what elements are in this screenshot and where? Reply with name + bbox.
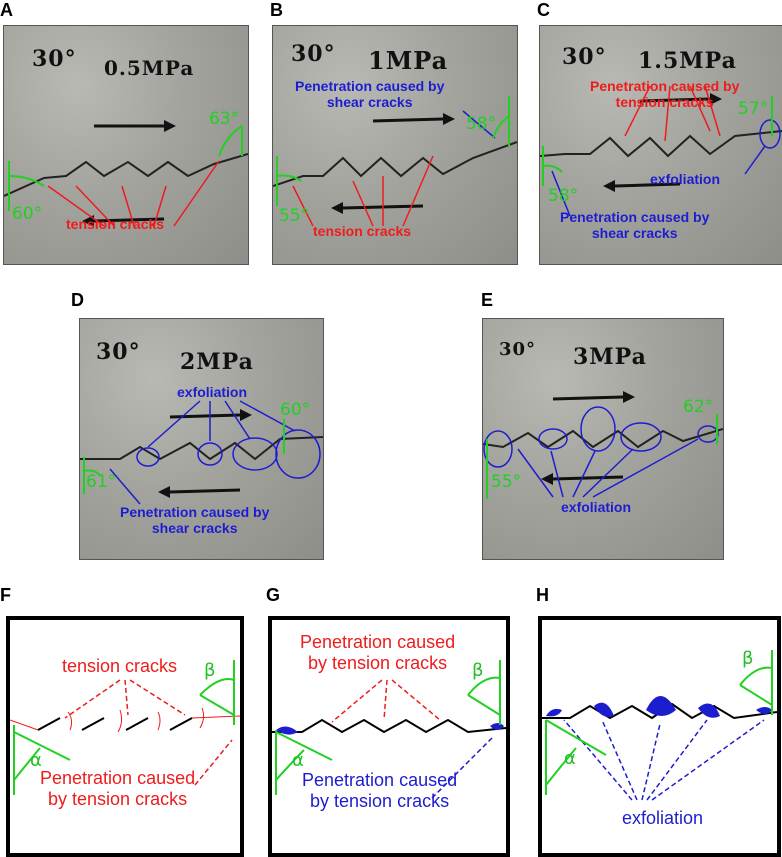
panel-letter-g: G: [266, 585, 281, 605]
photo-panel-c: 30° 1.5MPa Penetration caused by tension…: [539, 25, 782, 265]
angle-label-d2: 61°: [86, 472, 117, 492]
joint-drawing-a: [4, 120, 248, 227]
label-exfoliation-c: exfoliation: [650, 171, 721, 187]
angle-handwriting-b: 30°: [291, 41, 336, 67]
label-exfoliation-d: exfoliation: [177, 384, 248, 400]
angle-handwriting-a: 30°: [32, 46, 77, 72]
label-tension-cracks-f: tension cracks: [62, 656, 178, 676]
label-penetration-shear-d: Penetration caused by shear cracks: [120, 504, 270, 536]
panel-letter-h: H: [536, 585, 549, 605]
label-tension-cracks-b: tension cracks: [313, 223, 412, 239]
joint-drawing-d: [80, 400, 323, 505]
photo-panel-e: 30° 3MPa exfoliation 62° 55°: [482, 318, 724, 560]
joint-drawing-e: [483, 391, 723, 499]
label-exfoliation-e: exfoliation: [561, 499, 632, 515]
pressure-handwriting-d: 2MPa: [180, 349, 254, 375]
panel-letter-e: E: [481, 290, 494, 310]
joint-drawing-c: [540, 85, 782, 217]
pressure-handwriting-e: 3MPa: [573, 344, 647, 370]
sketch-panel-f: tension cracks Penetration caused by ten…: [6, 616, 244, 857]
angle-handwriting-e: 30°: [499, 339, 537, 360]
angle-label-b1: 58°: [466, 114, 497, 134]
beta-symbol-h: β: [742, 648, 754, 669]
angle-label-c2: 58°: [548, 186, 579, 206]
pressure-handwriting-c: 1.5MPa: [638, 48, 737, 74]
label-penetration-tension-g-top: Penetration caused by tension cracks: [300, 632, 456, 673]
sketch-panel-h: exfoliation β α: [538, 616, 781, 857]
label-penetration-shear-b: Penetration caused by shear cracks: [295, 78, 445, 110]
alpha-symbol-h: α: [564, 748, 576, 769]
pressure-handwriting-b: 1MPa: [368, 46, 449, 75]
angle-label-b2: 55°: [279, 206, 310, 226]
label-penetration-tension-c: Penetration caused by tension cracks: [590, 78, 740, 110]
angle-label-a2: 60°: [12, 204, 43, 224]
panel-letter-a: A: [0, 0, 13, 20]
label-tension-cracks-a: tension cracks: [66, 216, 165, 232]
beta-symbol-g: β: [472, 660, 484, 681]
angle-label-c1: 57°: [738, 99, 769, 119]
panel-letter-d: D: [71, 290, 84, 310]
angle-handwriting-d: 30°: [96, 339, 141, 365]
photo-panel-d: 30° 2MPa exfoliation Penetration caused …: [79, 318, 324, 560]
label-penetration-shear-c: Penetration caused by shear cracks: [560, 209, 710, 241]
angle-label-e2: 55°: [491, 472, 522, 492]
photo-panel-a: 30° 0.5MPa tension cracks 63° 60°: [3, 25, 249, 265]
joint-sketch-f: [10, 660, 240, 795]
angle-handwriting-c: 30°: [562, 44, 607, 70]
label-penetration-tension-g-bottom: Penetration caused by tension cracks: [302, 770, 458, 811]
sketch-panel-g: Penetration caused by tension cracks Pen…: [268, 616, 510, 857]
angle-label-a1: 63°: [209, 109, 240, 129]
joint-sketch-g: [272, 660, 506, 799]
angle-label-e1: 62°: [683, 397, 714, 417]
pressure-handwriting-a: 0.5MPa: [104, 56, 195, 80]
beta-symbol-f: β: [204, 660, 216, 681]
panel-letter-f: F: [0, 585, 11, 605]
label-exfoliation-h: exfoliation: [622, 808, 704, 828]
joint-sketch-h: [542, 650, 777, 801]
angle-label-d1: 60°: [280, 400, 311, 420]
alpha-symbol-f: α: [30, 750, 42, 771]
photo-panel-b: 30° 1MPa Penetration caused by shear cra…: [272, 25, 518, 265]
label-penetration-tension-f: Penetration caused by tension cracks: [40, 768, 196, 809]
panel-letter-b: B: [270, 0, 283, 20]
panel-letter-c: C: [537, 0, 550, 20]
alpha-symbol-g: α: [292, 750, 304, 771]
joint-drawing-b: [273, 96, 517, 227]
